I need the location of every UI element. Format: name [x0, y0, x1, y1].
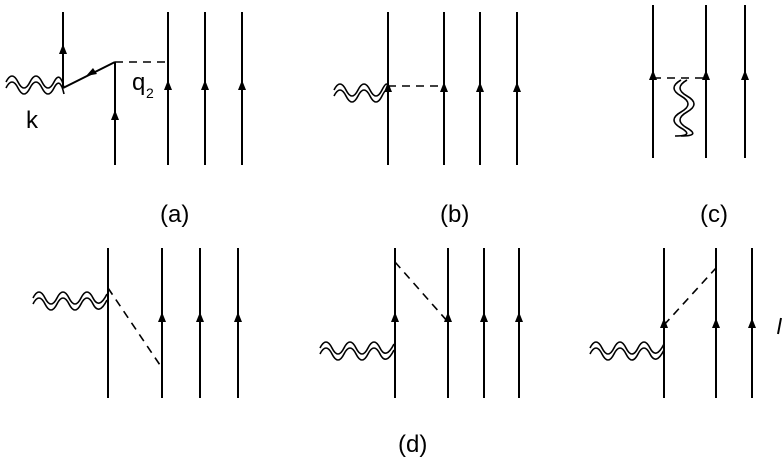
panel-d-left — [32, 248, 242, 398]
panel-a-momentum-q: q — [132, 69, 145, 96]
panel-c-caption: (c) — [700, 201, 728, 228]
panel-d-left-arrow-up — [158, 312, 166, 322]
panel-d-right-arrow-up — [660, 318, 668, 328]
panel-d-middle-arrow-up — [444, 312, 452, 322]
panel-a-arrow-up — [59, 44, 67, 54]
panel-b-arrow-up — [440, 82, 448, 92]
panel-a-caption: (a) — [160, 201, 189, 228]
panel-d-right-edge-line — [777, 317, 782, 335]
panel-b-arrow-up — [513, 82, 521, 92]
panel-b: (b) — [333, 12, 521, 228]
panel-a-arrow-left — [86, 68, 97, 76]
panel-d-right-photon — [589, 341, 665, 361]
panel-a-arrow-up — [201, 80, 209, 90]
panel-a-momentum-q-subscript: 2 — [146, 85, 154, 101]
panel-a-arrow-up — [111, 110, 119, 120]
panel-a-arrow-up — [164, 80, 172, 90]
panel-c-photon — [673, 79, 695, 137]
panel-b-arrow-up — [384, 82, 392, 92]
panel-d-middle-dashed-exchange — [394, 261, 449, 323]
panel-d-middle — [319, 248, 523, 398]
panel-d-caption: (d) — [398, 431, 427, 458]
panel-d-middle-arrow-up — [391, 312, 399, 322]
panel-b-caption: (b) — [440, 201, 469, 228]
panel-c-arrow-up — [702, 70, 710, 80]
panel-d-left-arrow-up — [196, 312, 204, 322]
panel-a-photon — [5, 75, 65, 95]
panel-d-right — [589, 248, 782, 398]
panel-a: k q 2 (a) — [5, 12, 246, 228]
panel-d-left-dashed-exchange — [107, 287, 163, 369]
panel-d-left-arrow-up — [234, 312, 242, 322]
panel-d-right-dashed-exchange — [663, 267, 717, 326]
panel-d-left-photon — [32, 291, 108, 311]
panel-d-right-arrow-up — [748, 318, 756, 328]
panel-c: (c) — [649, 5, 749, 228]
panel-c-arrow-up — [741, 70, 749, 80]
panel-d-right-arrow-up — [712, 318, 720, 328]
panel-d-middle-arrow-up — [515, 312, 523, 322]
panel-d-middle-arrow-up — [480, 312, 488, 322]
panel-b-photon — [333, 83, 389, 103]
panel-d-middle-photon — [319, 341, 395, 361]
panel-b-arrow-up — [476, 82, 484, 92]
panel-a-momentum-k: k — [26, 107, 39, 134]
panel-a-arrow-up — [238, 80, 246, 90]
